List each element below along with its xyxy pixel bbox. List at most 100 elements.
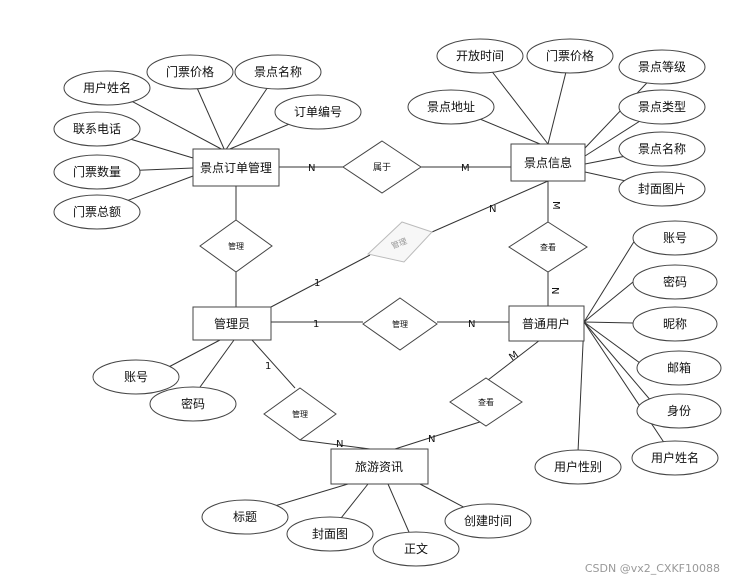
relation-admin-manage-news: 管理 [263, 387, 337, 441]
svg-text:用户姓名: 用户姓名 [83, 80, 131, 95]
cardinality-label: M [507, 349, 520, 363]
entity-user: 普通用户 [508, 305, 585, 342]
attr-order-username: 用户姓名 [63, 70, 151, 106]
attr-news-cover: 封面图 [286, 516, 374, 552]
attr-scenic-price: 门票价格 [526, 38, 614, 74]
attr-user-email: 邮箱 [636, 350, 722, 386]
connector-line [583, 281, 634, 323]
attr-order-quantity: 门票数量 [53, 154, 141, 190]
attr-news-title: 标题 [201, 499, 289, 535]
attr-scenic-open-time: 开放时间 [436, 38, 524, 74]
relation-admin-manage-user: 管理 [362, 297, 438, 351]
connector-line [583, 321, 634, 324]
attr-news-created: 创建时间 [444, 503, 532, 539]
attr-order-number: 订单编号 [274, 94, 362, 130]
relation-user-view-scenic: 查看 [508, 221, 588, 273]
attr-scenic-type: 景点类型 [618, 89, 706, 125]
attr-user-password: 密码 [632, 264, 718, 300]
attr-order-total: 门票总额 [53, 194, 141, 230]
attr-admin-password: 密码 [149, 386, 237, 422]
watermark: CSDN @vx2_CXKF10088 [584, 562, 720, 575]
connector-line [487, 339, 541, 381]
svg-text:封面图: 封面图 [312, 527, 348, 541]
relation-belongs: 属于 [342, 140, 422, 194]
connector-line [583, 321, 666, 445]
connector-line [583, 321, 641, 364]
svg-text:景点名称: 景点名称 [638, 141, 686, 156]
svg-text:联系电话: 联系电话 [73, 122, 121, 136]
svg-text:正文: 正文 [404, 541, 428, 556]
attr-order-scenic-name: 景点名称 [234, 54, 322, 90]
svg-text:昵称: 昵称 [663, 317, 687, 331]
relation-label: 查看 [540, 242, 556, 252]
connector-line [583, 321, 653, 403]
svg-text:邮箱: 邮箱 [667, 360, 691, 375]
svg-text:标题: 标题 [233, 510, 257, 524]
svg-text:景点等级: 景点等级 [638, 60, 686, 74]
entity-label: 景点订单管理 [200, 160, 272, 175]
cardinality-label: M [550, 201, 561, 210]
attr-order-phone: 联系电话 [53, 111, 141, 147]
attr-user-account: 账号 [632, 220, 718, 256]
svg-text:景点地址: 景点地址 [427, 100, 475, 114]
connector-line [394, 419, 487, 450]
entity-order-mgmt: 景点订单管理 [192, 148, 280, 187]
attr-scenic-name: 景点名称 [618, 131, 706, 167]
svg-text:账号: 账号 [663, 231, 687, 245]
cardinality-label: N [308, 163, 315, 174]
cardinality-label: 1 [313, 319, 319, 330]
svg-text:门票数量: 门票数量 [73, 164, 121, 179]
attr-user-role: 身份 [636, 393, 722, 429]
relation-label: 管理 [392, 319, 408, 329]
entity-label: 旅游资讯 [355, 460, 403, 474]
cardinality-label: 1 [265, 361, 271, 372]
cardinality-label: N [489, 204, 496, 215]
svg-text:订单编号: 订单编号 [294, 104, 342, 119]
cardinality-label: 1 [314, 278, 320, 289]
entity-news: 旅游资讯 [330, 448, 429, 485]
cardinality-label: M [461, 163, 470, 174]
connector-line [270, 254, 371, 308]
attr-scenic-cover: 封面图片 [618, 171, 706, 207]
relation-admin-manage-scenic: 管理 [366, 221, 433, 263]
relation-label: 管理 [292, 409, 308, 419]
svg-text:封面图片: 封面图片 [638, 182, 686, 196]
attr-user-gender: 用户性别 [534, 449, 622, 485]
svg-text:景点名称: 景点名称 [254, 64, 302, 79]
entity-label: 管理员 [214, 316, 250, 331]
svg-text:门票总额: 门票总额 [73, 204, 121, 219]
svg-text:开放时间: 开放时间 [456, 48, 504, 63]
relation-user-view-news: 查看 [449, 377, 523, 427]
relation-label: 属于 [373, 162, 391, 173]
cardinality-labels: N M 1 N M N 1 N 1 N N M [265, 163, 561, 450]
entity-label: 普通用户 [522, 316, 570, 331]
attr-user-nickname: 昵称 [632, 306, 718, 342]
entity-scenic-info: 景点信息 [510, 143, 586, 182]
svg-text:身份: 身份 [667, 403, 691, 418]
svg-text:密码: 密码 [181, 396, 205, 411]
entity-admin: 管理员 [192, 306, 272, 341]
attr-order-price: 门票价格 [146, 54, 234, 90]
attr-scenic-level: 景点等级 [618, 49, 706, 85]
svg-text:账号: 账号 [124, 370, 148, 384]
svg-text:用户姓名: 用户姓名 [651, 450, 699, 465]
connector-line [162, 339, 221, 371]
svg-text:用户性别: 用户性别 [554, 459, 602, 474]
relation-label: 查看 [478, 397, 494, 407]
attr-scenic-address: 景点地址 [407, 89, 495, 125]
connector-line [431, 180, 549, 233]
svg-text:门票价格: 门票价格 [546, 48, 594, 63]
attr-admin-account: 账号 [92, 359, 180, 395]
connector-line [251, 339, 296, 389]
attr-user-fullname: 用户姓名 [631, 440, 719, 476]
svg-text:门票价格: 门票价格 [166, 64, 214, 79]
svg-text:景点类型: 景点类型 [638, 100, 686, 114]
connector-line [194, 339, 235, 395]
cardinality-label: N [428, 434, 435, 445]
svg-text:密码: 密码 [663, 274, 687, 289]
connector-line [577, 321, 585, 453]
cardinality-label: N [468, 319, 475, 330]
cardinality-label: N [549, 287, 560, 294]
svg-text:创建时间: 创建时间 [464, 514, 512, 528]
